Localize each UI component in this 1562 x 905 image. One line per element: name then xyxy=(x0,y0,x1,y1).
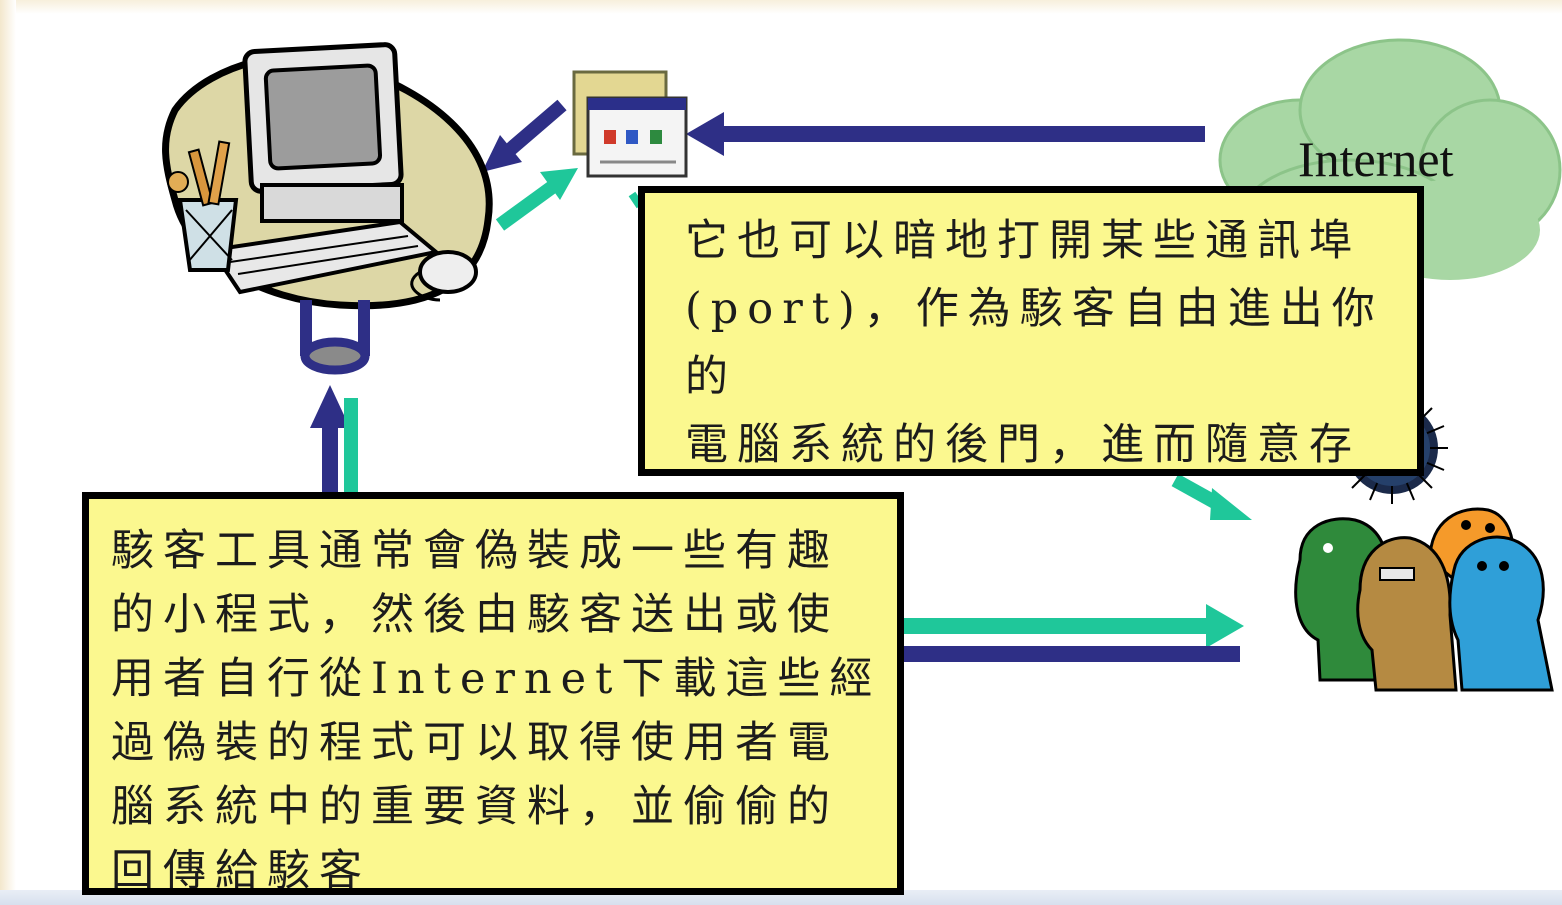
arrow-to-virus xyxy=(1171,473,1252,520)
internet-label: Internet xyxy=(1298,131,1454,187)
hacker-tools-note: 駭客工具通常會偽裝成一些有趣 的小程式，然後由駭客送出或使 用者自行從Inter… xyxy=(82,492,904,895)
arrow-up-to-computer xyxy=(310,385,358,495)
slide-top-edge xyxy=(0,0,1562,14)
arrow-program-to-computer xyxy=(482,99,567,172)
arrow-internet-to-program xyxy=(686,112,1205,156)
hacker-monsters-icon xyxy=(1294,507,1554,692)
program-folder-icon xyxy=(572,70,688,178)
arrow-computer-to-program xyxy=(495,168,578,231)
arrow-to-hackers xyxy=(904,604,1244,662)
computer-icon xyxy=(162,42,493,375)
port-backdoor-note: 它也可以暗地打開某些通訊埠 (port)，作為駭客自由進出你的 電腦系統的後門，… xyxy=(638,186,1424,476)
slide-left-edge xyxy=(0,0,16,905)
